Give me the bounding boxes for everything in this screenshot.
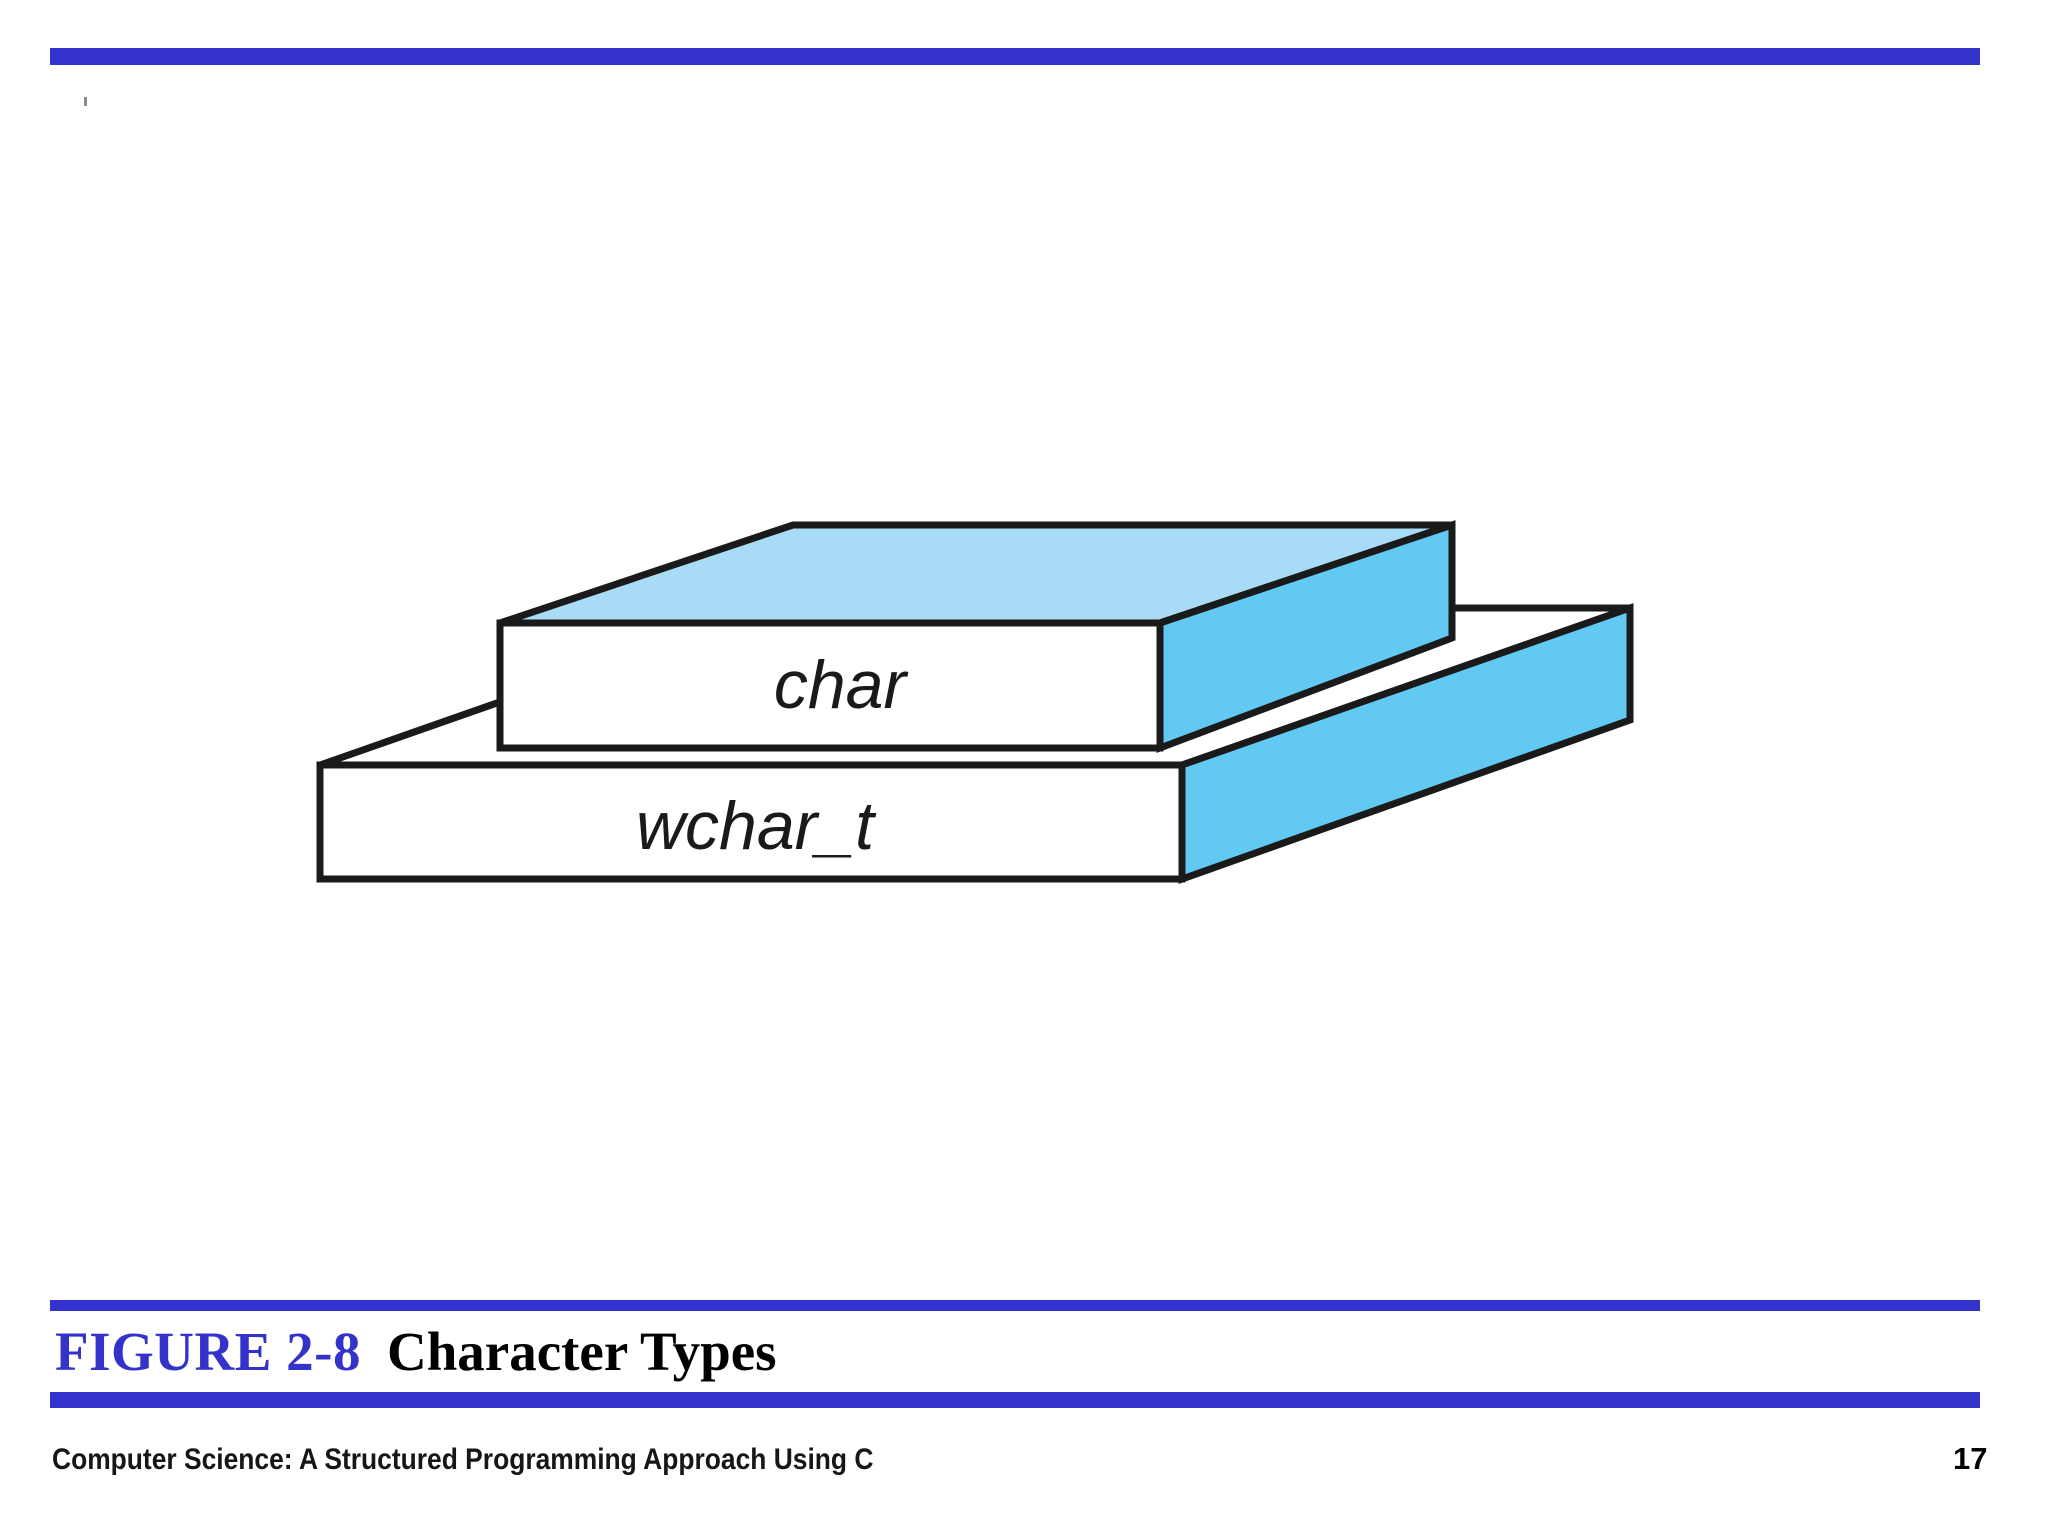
slab-char-front-face	[496, 619, 1164, 752]
figure-caption: FIGURE 2-8 Character Types	[55, 1314, 777, 1388]
stray-tick-mark	[84, 97, 87, 106]
slab-char-top-face	[498, 521, 1454, 627]
slab-wchar-t-front-face	[316, 761, 1186, 883]
footer-page-number: 17	[1953, 1441, 1988, 1476]
slab-wchar-t: wchar_t	[316, 603, 1634, 884]
slab-wchar-t-side-face	[1178, 603, 1634, 884]
slab-char-label: char	[774, 647, 909, 723]
caption-rule-bottom	[50, 1392, 1980, 1408]
slab-char: char	[496, 520, 1456, 754]
slab-char-side-face	[1156, 520, 1456, 754]
slab-wchar-t-top-face	[318, 604, 1632, 769]
caption-figure-label: FIGURE 2-8	[55, 1320, 361, 1382]
top-divider-rule	[50, 48, 1980, 65]
caption-title: Character Types	[386, 1320, 777, 1382]
footer-book-title: Computer Science: A Structured Programmi…	[52, 1443, 874, 1476]
slab-wchar-t-label: wchar_t	[636, 788, 877, 864]
caption-rule-top	[50, 1300, 1980, 1311]
